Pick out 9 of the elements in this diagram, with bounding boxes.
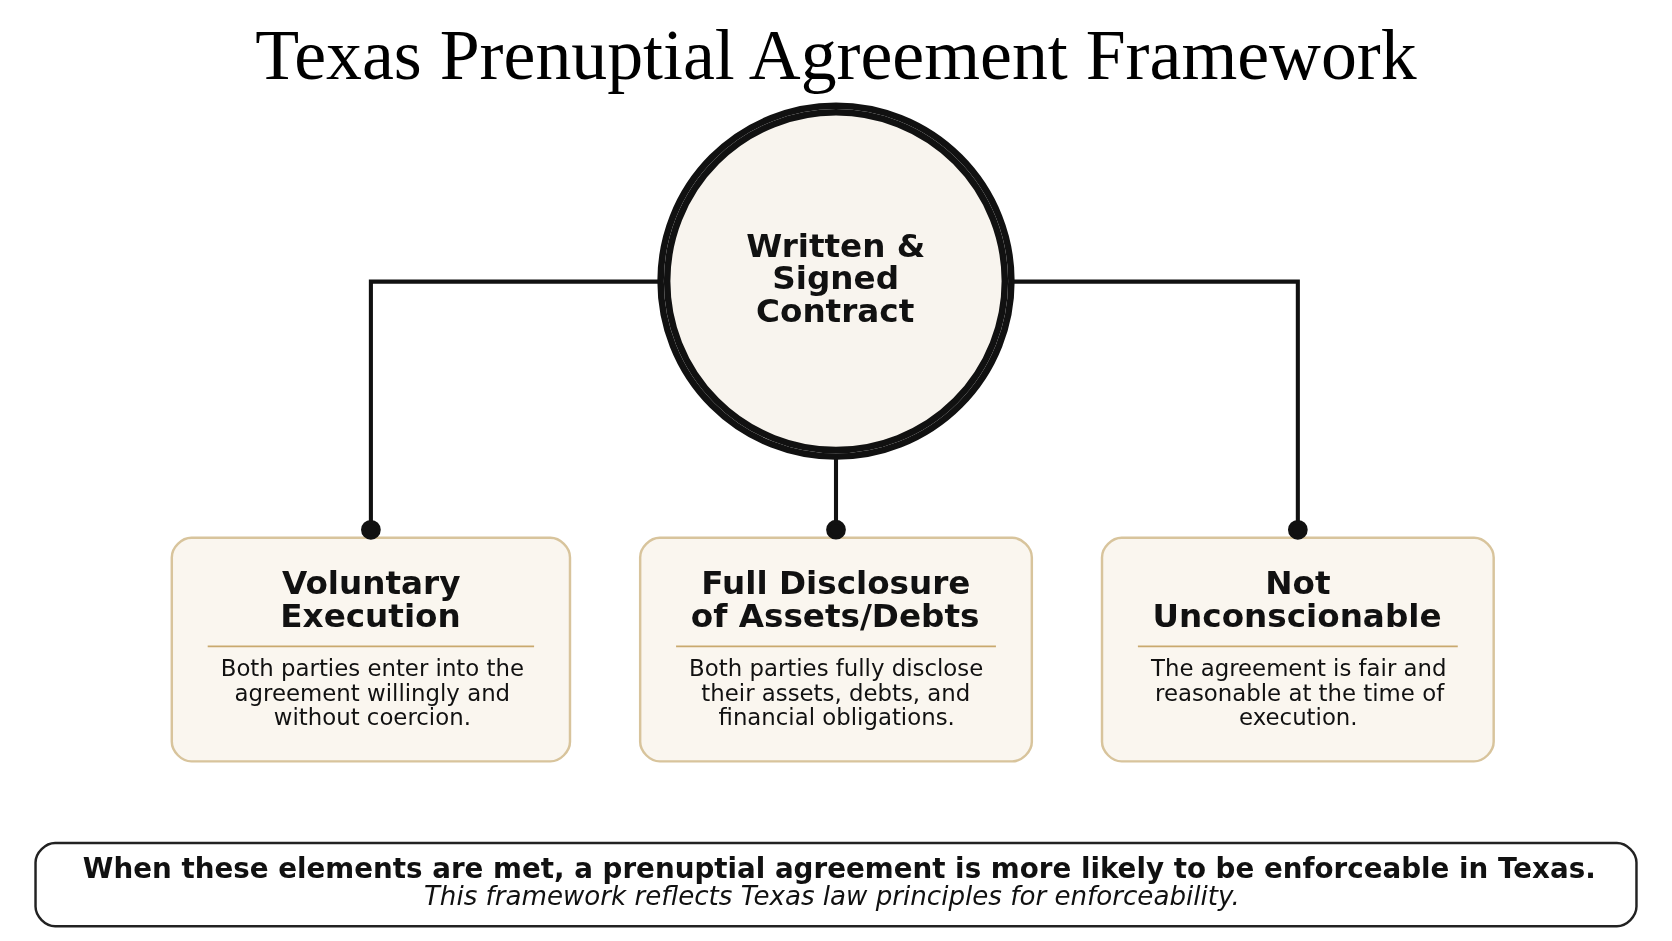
connector xyxy=(826,456,846,540)
connector xyxy=(361,279,661,540)
node-box: Voluntary Execution Both parties enter into the agreement willingly and without coercion. xyxy=(170,536,572,763)
node-box: When these elements are met, a prenuptial agreement is more likely to be enforceable in Texas. This framework reflects Texas law principles for enforceability. xyxy=(34,841,1638,928)
node-circle: Written & Signed Contract xyxy=(657,102,1015,460)
node-box: Not Unconscionable The agreement is fair and reasonable at the time of execution. xyxy=(1100,536,1495,763)
connector xyxy=(1011,279,1308,540)
node-box: Full Disclosure of Assets/Debts Both parties fully disclose their assets, debts, and financial obligations. xyxy=(638,536,1034,763)
diagram-title: Texas Prenuptial Agreement Framework xyxy=(255,14,1417,95)
